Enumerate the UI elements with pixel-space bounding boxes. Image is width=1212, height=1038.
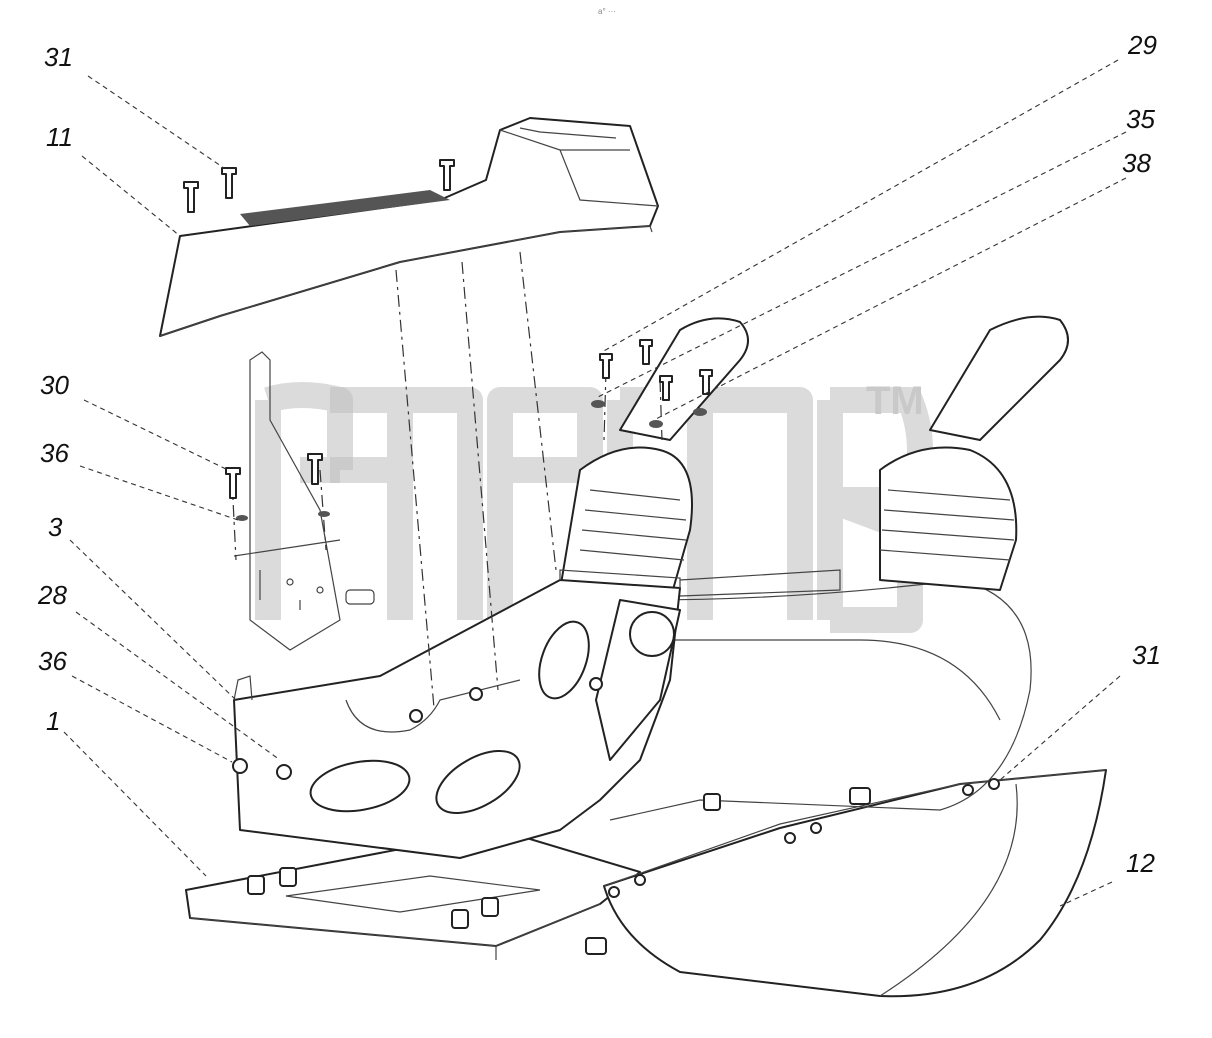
callout-28: 28	[37, 580, 67, 610]
callout-labels: 31 11 30 36 3 28 36 1 29 35 38 31 12	[37, 30, 1161, 878]
lever-bracket-part	[559, 315, 1069, 821]
callout-29: 29	[1127, 30, 1157, 60]
assembly-lines	[231, 251, 663, 709]
callout-35: 35	[1126, 104, 1155, 134]
callout-12: 12	[1126, 848, 1155, 878]
fasteners	[183, 159, 713, 521]
callout-1: 1	[46, 706, 60, 736]
callout-36-upper: 36	[40, 438, 69, 468]
main-housing-part	[232, 569, 681, 859]
base-plate-part	[185, 829, 641, 960]
watermark-tm: TM	[866, 379, 924, 423]
callout-11: 11	[46, 122, 73, 152]
callout-30: 30	[40, 370, 69, 400]
top-tiny-text: a° ···	[598, 7, 616, 16]
top-console-part	[159, 117, 659, 337]
right-cover-part	[603, 769, 1107, 998]
leader-lines	[63, 59, 1127, 907]
callout-38: 38	[1122, 148, 1151, 178]
callout-31-top-left: 31	[44, 42, 73, 72]
callout-3: 3	[48, 512, 63, 542]
callout-31-right: 31	[1132, 640, 1161, 670]
guide-insert-part	[233, 351, 375, 651]
callout-36-lower: 36	[38, 646, 67, 676]
